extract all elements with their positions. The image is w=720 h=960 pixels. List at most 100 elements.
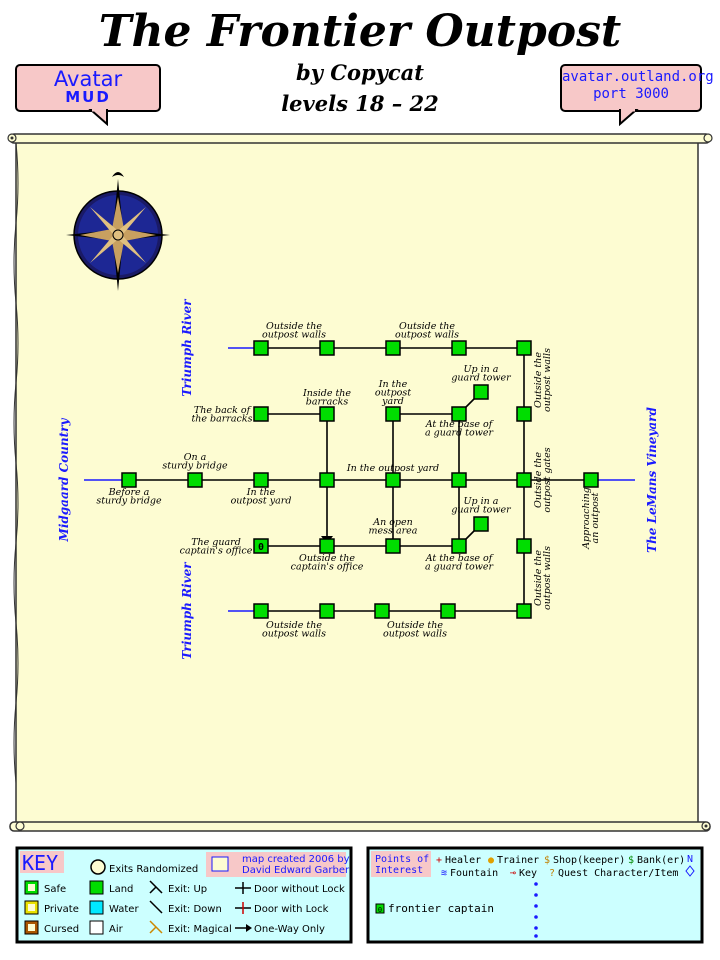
room-square[interactable] <box>385 406 401 422</box>
key-exit-magical: Exit: Magical <box>168 924 232 935</box>
scroll-top-roll <box>9 133 711 144</box>
room-square[interactable] <box>319 603 335 619</box>
server-badge[interactable]: avatar.outland.org port 3000 <box>560 64 714 126</box>
server-host-text: avatar.outland.org <box>562 69 714 85</box>
room-square[interactable] <box>451 406 467 422</box>
exits-randomized-icon <box>90 859 106 875</box>
poi-legend-label: Bank(er) <box>637 855 685 866</box>
poi-legend-label: Quest Character/Item <box>558 868 678 879</box>
room-square[interactable] <box>319 406 335 422</box>
room-square[interactable] <box>253 603 269 619</box>
room-square[interactable] <box>516 406 532 422</box>
rooms <box>121 340 599 619</box>
north-label: N <box>687 854 693 865</box>
room-square[interactable] <box>516 340 532 356</box>
room-label-east-walls-1: Outside theoutpost walls <box>533 348 553 412</box>
room-square[interactable] <box>451 538 467 554</box>
poi-legend-label: Key <box>519 868 537 879</box>
poi-legend-label: Healer <box>445 855 481 866</box>
key-safe: Safe <box>44 884 66 895</box>
poi-divider-dots <box>534 882 538 938</box>
region-river-bottom: Triumph River <box>180 561 194 660</box>
room-square[interactable] <box>516 603 532 619</box>
region-west: Midgaard Country <box>57 418 71 543</box>
key-panel: KEY Exits Randomized map created 2006 by… <box>15 846 353 944</box>
room-label-east-walls-2: Outside theoutpost walls <box>533 546 553 610</box>
room-square[interactable] <box>451 340 467 356</box>
room-square[interactable] <box>516 472 532 488</box>
room-square[interactable] <box>385 472 401 488</box>
region-river-top: Triumph River <box>180 298 194 397</box>
room-label-approaching: Approachingan outpost <box>581 487 601 550</box>
room-square[interactable] <box>253 406 269 422</box>
room-square[interactable] <box>187 472 203 488</box>
key-door-no-lock: Door without Lock <box>254 884 345 895</box>
room-square[interactable] <box>319 538 335 554</box>
room-square[interactable] <box>319 472 335 488</box>
npc-marker: 0 <box>258 542 264 553</box>
poi-legend-icon: $ <box>544 855 550 866</box>
key-one-way: One-Way Only <box>254 924 325 935</box>
poi-legend-icon: ≋ <box>441 868 447 879</box>
poi-legend-icon: ⊸ <box>510 868 516 879</box>
poi-legend-icon: ● <box>488 855 494 866</box>
key-title: KEY <box>22 851 58 875</box>
room-square[interactable] <box>440 603 456 619</box>
room-square[interactable] <box>121 472 137 488</box>
scroll-bottom-roll <box>9 821 711 832</box>
scroll-edge <box>13 142 19 784</box>
poi-legend-icon: + <box>436 855 442 866</box>
room-square[interactable] <box>583 472 599 488</box>
region-east: The LeMans Vineyard <box>645 407 659 553</box>
poi-legend-icon: $ <box>628 855 634 866</box>
room-square[interactable] <box>385 538 401 554</box>
room-square[interactable] <box>253 538 269 554</box>
room-square[interactable] <box>319 340 335 356</box>
key-exit-up: Exit: Up <box>168 884 207 895</box>
poi-legend-label: Shop(keeper) <box>553 855 625 866</box>
key-land: Land <box>109 884 133 895</box>
credit-line-2: David Edward Garber <box>242 865 350 876</box>
scroll-curl-icon <box>703 133 713 143</box>
room-square[interactable] <box>385 340 401 356</box>
key-exits-randomized: Exits Randomized <box>109 864 198 875</box>
badge-tail-icon <box>88 108 108 126</box>
author-line: by Copycat <box>296 60 424 85</box>
key-cursed: Cursed <box>44 924 79 935</box>
key-water: Water <box>109 904 139 915</box>
key-air: Air <box>109 924 124 935</box>
avatar-mud-badge[interactable]: Avatar MUD <box>15 64 161 126</box>
poi-entry-label: frontier captain <box>388 902 494 915</box>
room-square[interactable] <box>253 340 269 356</box>
room-label-gates: Outside theoutpost gates <box>533 447 553 512</box>
room-square[interactable] <box>253 472 269 488</box>
poi-legend: +Healer●Trainer$Shop(keeper)$Bank(er)≋Fo… <box>436 855 685 879</box>
north-diamond-icon <box>685 865 695 877</box>
badge-tail-icon <box>619 108 639 126</box>
room-square[interactable] <box>516 538 532 554</box>
room-square[interactable] <box>473 384 489 400</box>
badge-avatar-text: Avatar <box>53 67 123 91</box>
scroll-icon <box>211 856 229 872</box>
levels-line: levels 18 – 22 <box>281 91 439 116</box>
scroll-curl-icon <box>15 821 25 831</box>
room-square[interactable] <box>374 603 390 619</box>
room-square[interactable] <box>473 516 489 532</box>
room-square[interactable] <box>451 472 467 488</box>
